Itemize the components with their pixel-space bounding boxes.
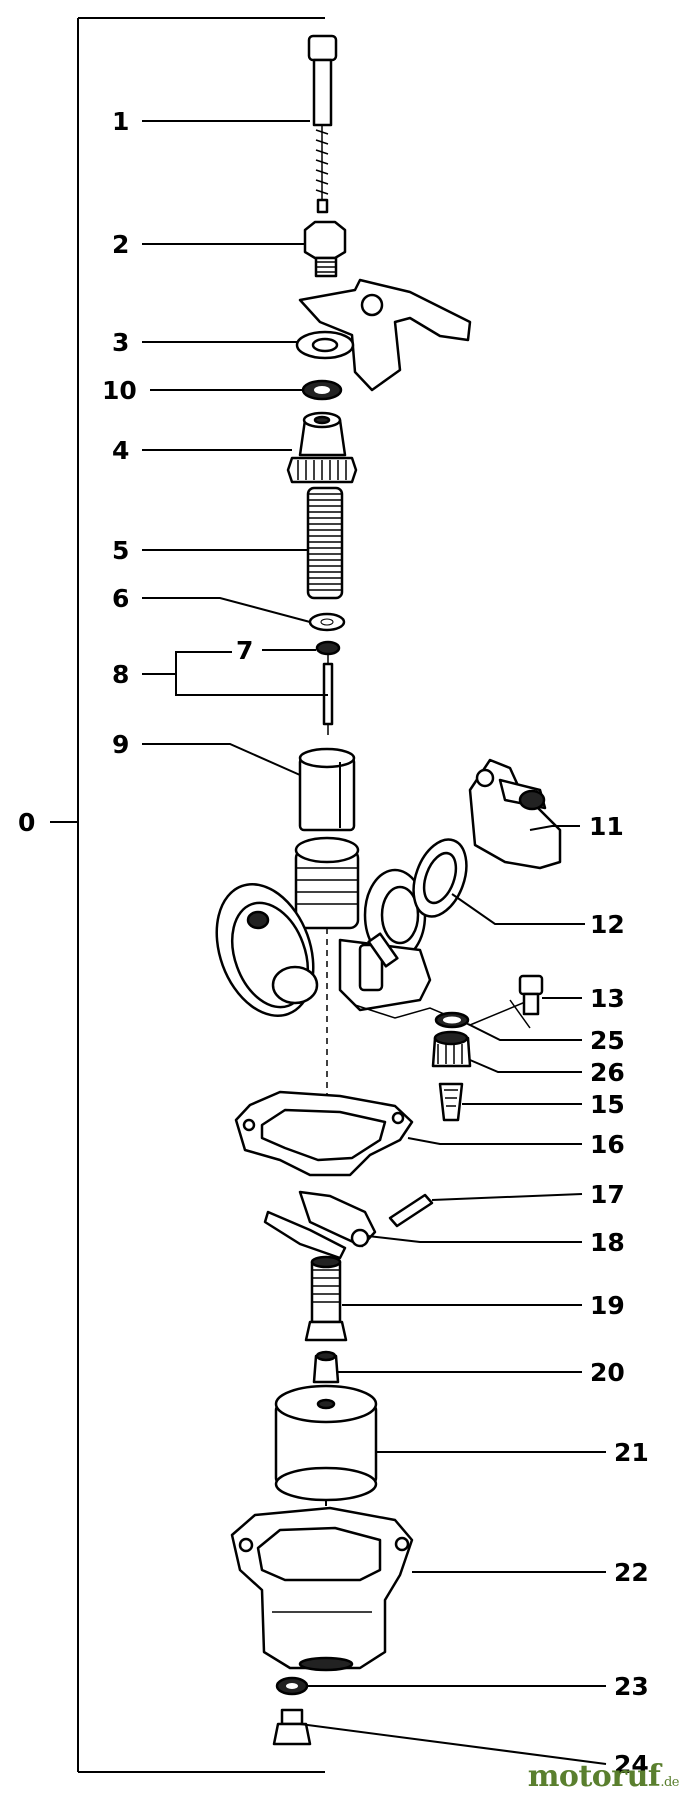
part-drawing-26-seat	[431, 1030, 472, 1068]
part-drawing-15-float-needle	[438, 1082, 464, 1122]
watermark-logo: motoruf.de	[527, 1759, 680, 1794]
part-label-6: 6	[112, 584, 129, 613]
part-label-20: 20	[590, 1358, 625, 1387]
assembly-bracket	[50, 17, 325, 1773]
part-labels: 0 1 2 3 10 4 5 6 7 8 9 11 12 13 25 26 15…	[18, 107, 649, 1779]
part-drawing-3-lever	[295, 278, 472, 392]
part-label-4: 4	[112, 436, 129, 465]
part-drawing-12-gasket	[412, 838, 468, 918]
part-drawing-19-main-jet-holder	[304, 1255, 348, 1342]
part-drawing-7-e-ring	[315, 640, 341, 656]
part-label-26: 26	[590, 1058, 625, 1087]
part-drawing-20-main-jet	[312, 1350, 340, 1384]
part-label-18: 18	[590, 1228, 625, 1257]
watermark-brand: motoruf	[527, 1759, 661, 1794]
part-label-25: 25	[590, 1026, 625, 1055]
part-label-8: 8	[112, 660, 129, 689]
part-label-5: 5	[112, 536, 129, 565]
part-drawing-9-throttle-valve	[298, 747, 356, 832]
part-label-11: 11	[589, 812, 624, 841]
assembly-label: 0	[18, 808, 35, 837]
part-drawing-4-cap	[286, 411, 358, 484]
part-label-23: 23	[614, 1672, 649, 1701]
part-label-16: 16	[590, 1130, 625, 1159]
part-drawing-23-washer	[275, 1676, 309, 1696]
leader-lines	[142, 120, 607, 1765]
part-drawing-25-o-ring	[434, 1011, 470, 1029]
part-drawing-11-clamp	[468, 758, 562, 870]
part-label-22: 22	[614, 1558, 649, 1587]
part-drawing-22-float-bowl	[230, 1506, 414, 1672]
part-drawing-24-drain-screw	[272, 1708, 312, 1746]
part-drawing-carb-body	[215, 836, 531, 1110]
part-drawing-16-gasket	[234, 1090, 414, 1177]
part-drawing-6-clip	[308, 612, 346, 632]
part-label-24: 24	[614, 1750, 649, 1779]
part-label-7: 7	[236, 636, 253, 665]
part-label-19: 19	[590, 1291, 625, 1320]
part-drawing-13-screw	[518, 974, 544, 1016]
part-drawing-1-needle-screw	[307, 34, 338, 214]
part-drawing-2-nut	[303, 220, 347, 278]
part-label-2: 2	[112, 230, 129, 259]
part-drawing-17-pin	[388, 1193, 434, 1228]
part-drawing-10-washer	[301, 379, 343, 401]
part-label-15: 15	[590, 1090, 625, 1119]
part-label-21: 21	[614, 1438, 649, 1467]
part-label-1: 1	[112, 107, 129, 136]
part-drawing-18-float-arm	[263, 1190, 377, 1260]
part-label-9: 9	[112, 730, 129, 759]
part-label-3: 3	[112, 328, 129, 357]
watermark-suffix: .de	[660, 1775, 679, 1790]
part-drawing-5-spring	[306, 486, 344, 600]
part-label-13: 13	[590, 984, 625, 1013]
part-label-17: 17	[590, 1180, 625, 1209]
part-label-10: 10	[102, 376, 137, 405]
part-drawing-21-float	[274, 1384, 378, 1550]
part-label-12: 12	[590, 910, 625, 939]
